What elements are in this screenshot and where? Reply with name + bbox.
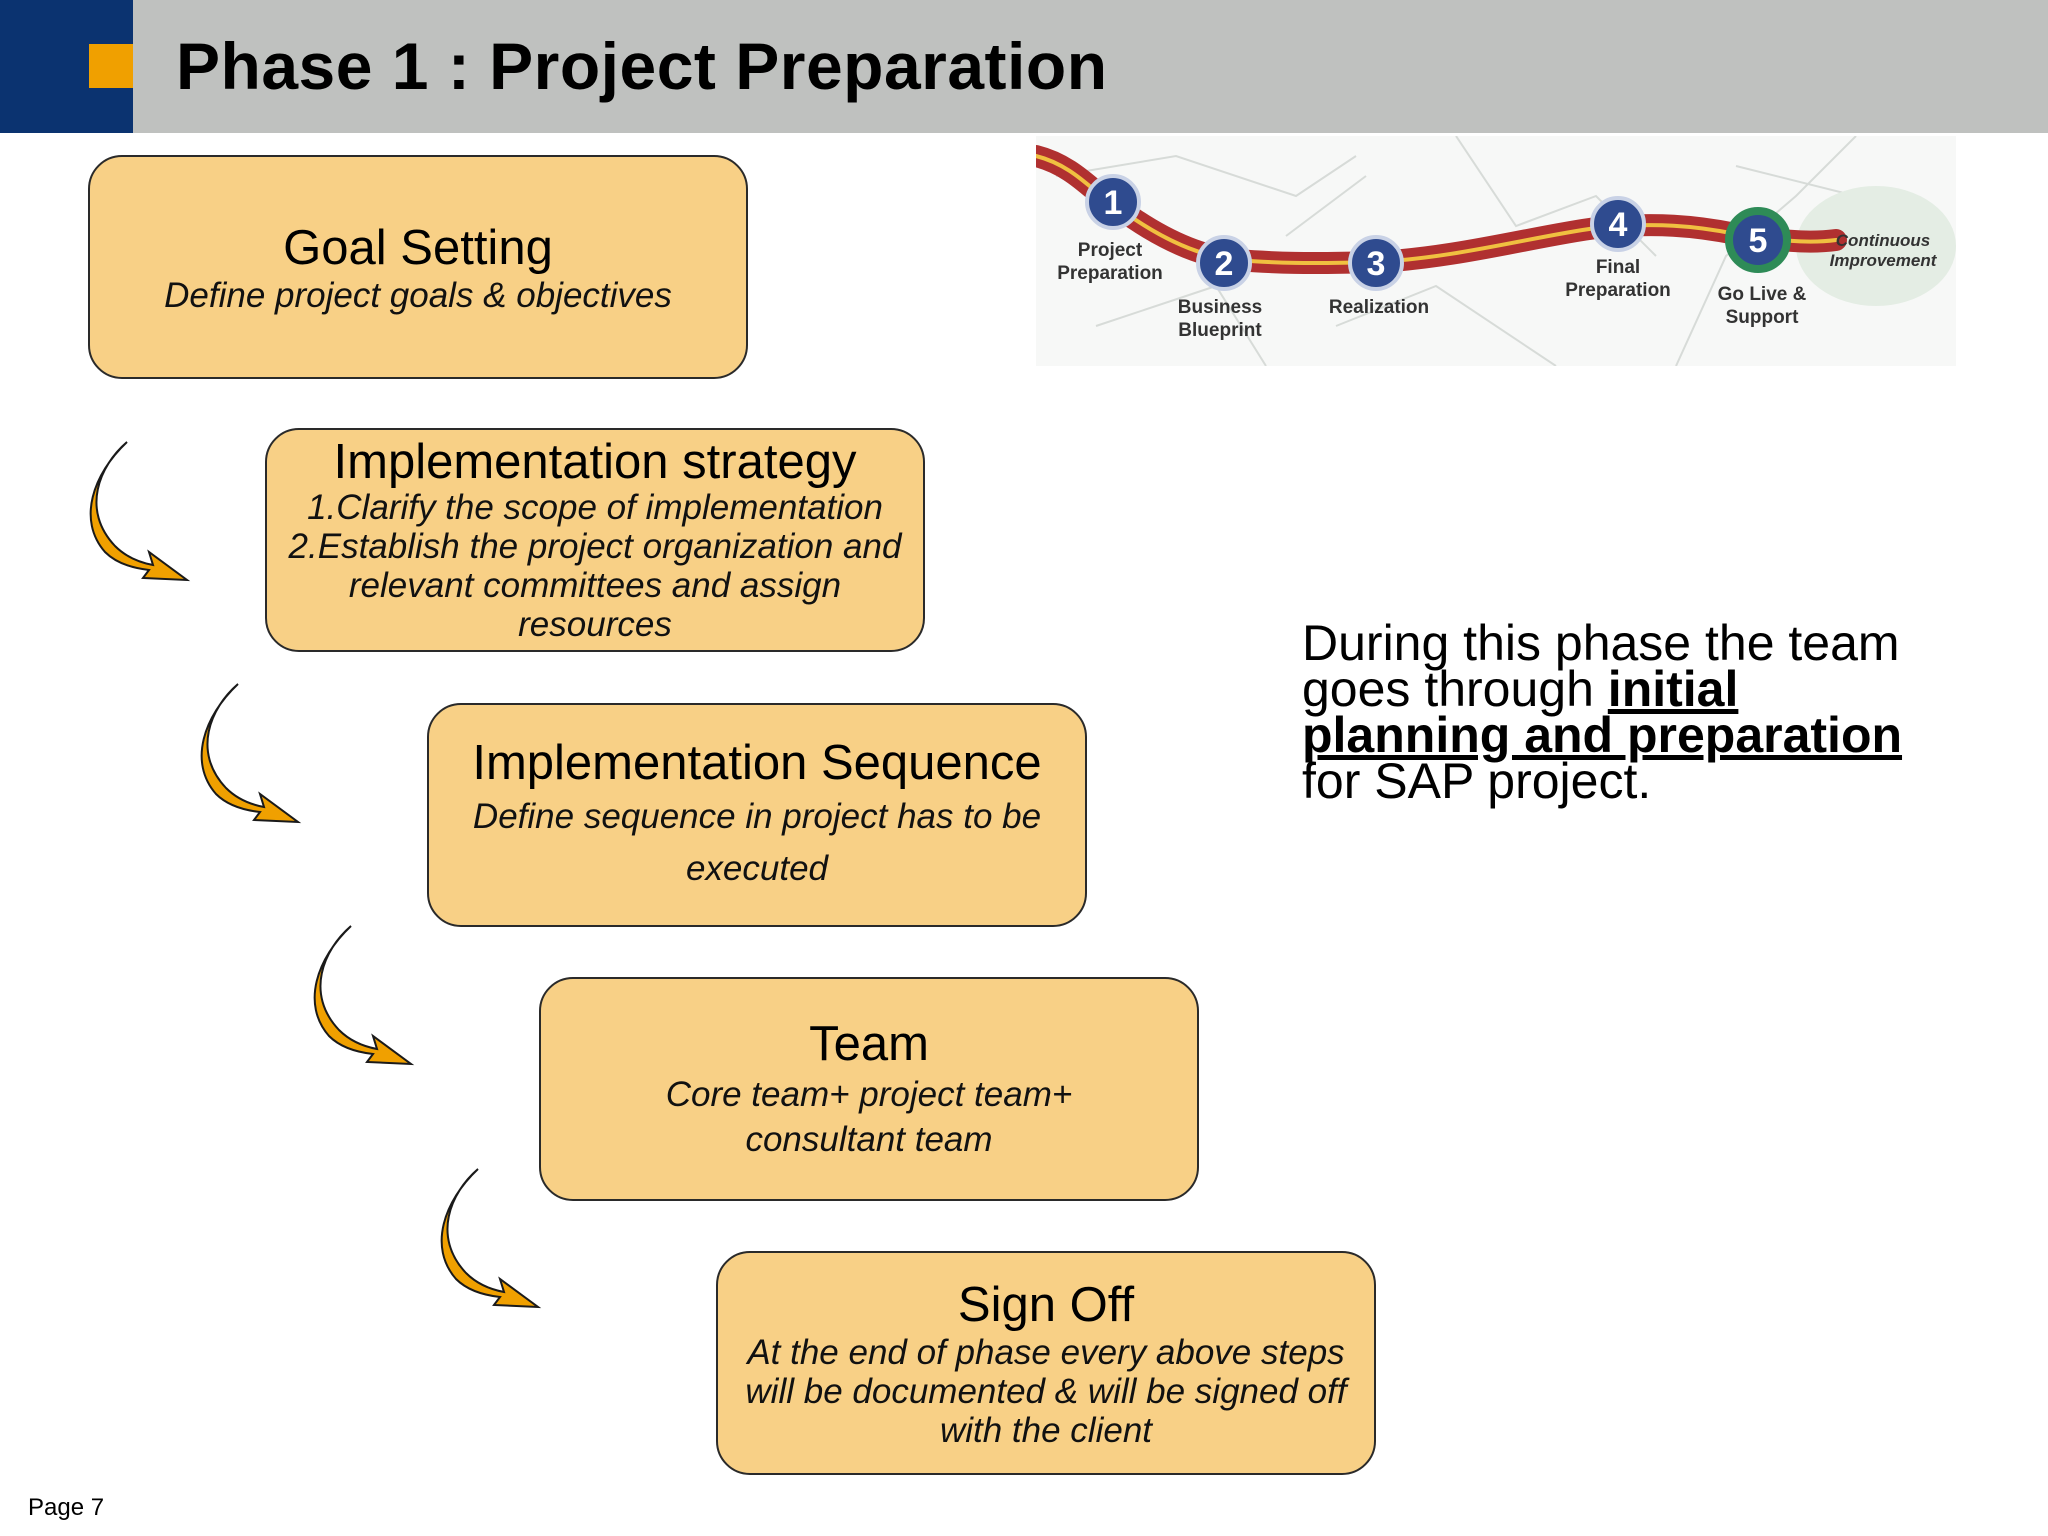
step-line: At the end of phase every above steps bbox=[747, 1332, 1345, 1372]
step-line: executed bbox=[685, 849, 829, 888]
page-number: Page 7 bbox=[28, 1494, 105, 1521]
header-bar: Phase 1 : Project Preparation bbox=[0, 0, 2048, 133]
step-line: 2.Establish the project organization and bbox=[288, 527, 902, 566]
svg-text:Blueprint: Blueprint bbox=[1178, 320, 1262, 341]
page-title: Phase 1 : Project Preparation bbox=[176, 29, 1108, 103]
svg-text:Go Live &: Go Live & bbox=[1718, 284, 1807, 305]
step-line: consultant team bbox=[745, 1120, 993, 1159]
step-title: Goal Setting bbox=[283, 220, 553, 275]
step-description: 1.Clarify the scope of implementation 2.… bbox=[289, 488, 902, 644]
step-line: 1.Clarify the scope of implementation bbox=[307, 488, 883, 527]
step-title: Implementation strategy bbox=[333, 435, 857, 489]
step-sign-off: Sign Off At the end of phase every above… bbox=[716, 1251, 1376, 1475]
curved-arrow-icon bbox=[313, 925, 415, 1066]
sap-roadmap-graphic: 1 Project Preparation 2 Business Bluepri… bbox=[1036, 136, 1956, 366]
header-orange-square bbox=[89, 44, 133, 88]
roadmap-stop-4: 4 Final Preparation bbox=[1565, 196, 1671, 301]
step-line: Define project goals & objectives bbox=[164, 275, 672, 315]
step-implementation-sequence: Implementation Sequence Define sequence … bbox=[427, 703, 1087, 927]
roadmap-end-label: Continuous bbox=[1836, 231, 1930, 250]
curved-arrow-icon bbox=[89, 441, 191, 582]
step-title: Implementation Sequence bbox=[472, 736, 1042, 790]
roadmap-stop-2: 2 Business Blueprint bbox=[1178, 235, 1262, 341]
roadmap-stop-3: 3 Realization bbox=[1329, 235, 1429, 318]
svg-text:Business: Business bbox=[1178, 297, 1262, 318]
svg-text:Realization: Realization bbox=[1329, 297, 1429, 318]
step-title: Sign Off bbox=[957, 1277, 1135, 1332]
step-description: Define sequence in project has to be exe… bbox=[473, 791, 1041, 895]
step-title: Team bbox=[809, 1017, 929, 1071]
step-line: relevant committees and assign bbox=[348, 566, 842, 605]
step-line: with the client bbox=[939, 1410, 1153, 1450]
step-goal-setting: Goal Setting Define project goals & obje… bbox=[88, 155, 748, 379]
svg-text:Preparation: Preparation bbox=[1565, 280, 1671, 301]
step-description: Core team+ project team+ consultant team bbox=[666, 1072, 1073, 1162]
svg-text:3: 3 bbox=[1367, 245, 1386, 283]
roadmap-stop-5: 5 Go Live & Support bbox=[1718, 207, 1807, 328]
step-line: will be documented & will be signed off bbox=[745, 1371, 1347, 1411]
svg-text:Final: Final bbox=[1596, 257, 1640, 278]
svg-text:5: 5 bbox=[1749, 222, 1768, 260]
svg-text:1: 1 bbox=[1104, 184, 1123, 222]
svg-text:4: 4 bbox=[1609, 206, 1628, 244]
curved-arrow-icon bbox=[440, 1168, 542, 1309]
description-text: for SAP project. bbox=[1302, 753, 1652, 809]
description-emphasis: initial planning and preparation bbox=[1302, 661, 1903, 763]
step-implementation-strategy: Implementation strategy 1.Clarify the sc… bbox=[265, 428, 925, 652]
step-line: resources bbox=[518, 605, 672, 644]
curved-arrow-icon bbox=[200, 683, 302, 824]
step-line: Core team+ project team+ bbox=[665, 1075, 1073, 1114]
step-team: Team Core team+ project team+ consultant… bbox=[539, 977, 1199, 1201]
svg-text:Preparation: Preparation bbox=[1057, 263, 1163, 284]
phase-description: During this phase the team goes through … bbox=[1302, 618, 1922, 806]
step-line: Define sequence in project has to be bbox=[472, 797, 1042, 836]
svg-text:Support: Support bbox=[1726, 307, 1799, 328]
description-text: During this phase the team goes through bbox=[1302, 615, 1900, 717]
roadmap-stop-1: 1 Project Preparation bbox=[1057, 174, 1163, 284]
step-description: At the end of phase every above steps wi… bbox=[745, 1333, 1346, 1450]
svg-text:Project: Project bbox=[1078, 240, 1143, 261]
step-description: Define project goals & objectives bbox=[164, 276, 672, 315]
svg-text:2: 2 bbox=[1215, 245, 1234, 283]
roadmap-end-label: Improvement bbox=[1830, 251, 1938, 270]
